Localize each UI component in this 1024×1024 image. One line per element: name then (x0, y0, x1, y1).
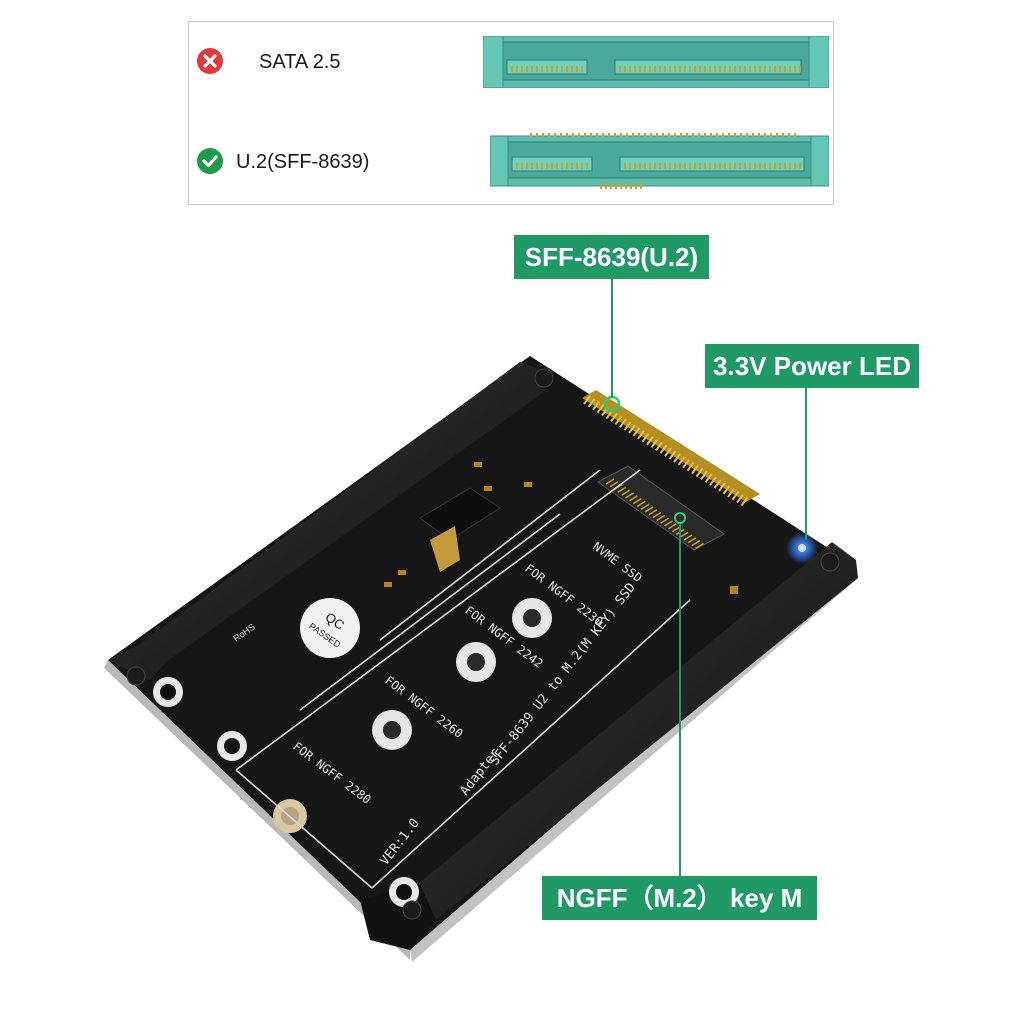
legend-label-u2: U.2(SFF-8639) (236, 151, 370, 173)
callout-power-led: 3.3V Power LED (705, 344, 919, 388)
legend-label-sata: SATA 2.5 (259, 51, 341, 73)
sata-connector-diagram (483, 36, 829, 88)
sff-8639-edge-connector (582, 390, 760, 507)
right-rail (418, 542, 858, 920)
x-circle-icon (197, 48, 223, 74)
m2-key-m-slot (597, 465, 725, 551)
left-rail (108, 362, 548, 680)
check-circle-icon (197, 148, 223, 174)
callout-ngff-m2: NGFF（M.2） key M (542, 876, 817, 920)
u2-connector-diagram (490, 133, 829, 189)
callout-sff-8639: SFF-8639(U.2) (514, 235, 709, 279)
qc-passed-sticker (300, 598, 360, 658)
